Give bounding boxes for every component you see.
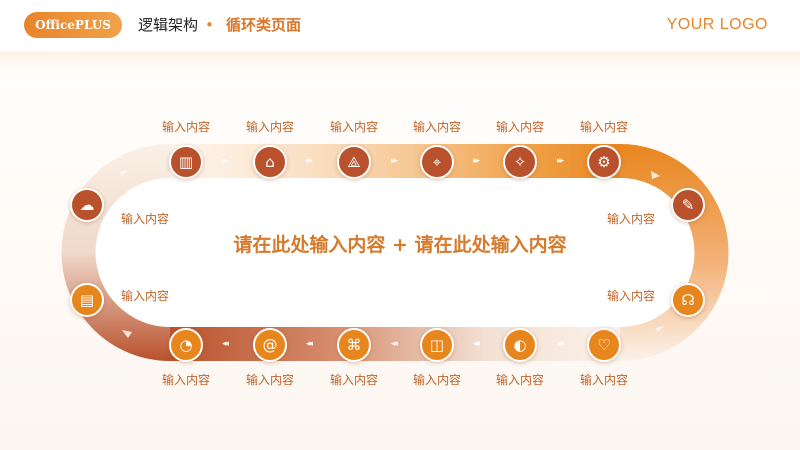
compass-icon: ⟁ <box>347 153 361 171</box>
header-bar: OfficePLUS 逻辑架构 • 循环类页面 YOUR LOGO <box>0 0 800 52</box>
node-label-9[interactable]: 输入内容 <box>579 373 629 387</box>
node-label-11[interactable]: 输入内容 <box>412 373 462 387</box>
node-label-13[interactable]: 输入内容 <box>245 373 295 387</box>
chart-icon: ◔ <box>179 336 193 354</box>
building-icon: ▥ <box>178 153 194 171</box>
layout-icon: ◫ <box>429 336 445 354</box>
cycle-node-10[interactable]: ◐ <box>503 328 537 362</box>
node-label-15[interactable]: 输入内容 <box>121 289 170 303</box>
track-arrow-right <box>651 171 660 179</box>
cloud-icon: ☁ <box>79 196 95 214</box>
node-label-7[interactable]: 输入内容 <box>607 212 656 226</box>
shop-icon: ⌂ <box>265 153 275 171</box>
cycle-node-2[interactable]: ⌂ <box>253 145 287 179</box>
chevron-left-icon: ◂◂ <box>306 339 313 349</box>
node-label-2[interactable]: 输入内容 <box>245 120 295 134</box>
chevron-right-icon: ▸▸ <box>557 156 564 166</box>
cycle-node-16[interactable]: ☁ <box>70 188 104 222</box>
chevron-right-icon: ▸▸ <box>306 156 313 166</box>
brand-badge[interactable]: OfficePLUS <box>24 12 122 38</box>
node-label-10[interactable]: 输入内容 <box>495 373 545 387</box>
breadcrumb-separator: • <box>205 16 214 34</box>
command-icon: ⌘ <box>346 336 362 354</box>
cycle-node-1[interactable]: ▥ <box>169 145 203 179</box>
node-label-6[interactable]: 输入内容 <box>579 120 629 134</box>
magic-wand-icon: ✧ <box>513 153 527 171</box>
cycle-node-12[interactable]: ⌘ <box>337 328 371 362</box>
cycle-node-5[interactable]: ✧ <box>503 145 537 179</box>
target-icon: ⌖ <box>432 153 442 171</box>
center-panel <box>96 178 694 327</box>
node-label-14[interactable]: 输入内容 <box>161 373 211 387</box>
node-label-1[interactable]: 输入内容 <box>161 120 211 134</box>
chevron-right-icon: ▸▸ <box>222 156 229 166</box>
track-arrow-left <box>122 330 132 338</box>
chevron-right-icon: ▸▸ <box>391 156 398 166</box>
palette-icon: ◐ <box>513 336 527 354</box>
cycle-node-6[interactable]: ⚙ <box>587 145 621 179</box>
cycle-node-14[interactable]: ◔ <box>169 328 203 362</box>
track-arrow-right-low <box>655 326 664 332</box>
node-label-4[interactable]: 输入内容 <box>412 120 462 134</box>
logo: YOUR LOGO <box>666 16 768 33</box>
cycle-node-15[interactable]: ▤ <box>70 283 104 317</box>
node-label-8[interactable]: 输入内容 <box>607 289 656 303</box>
gear-icon: ⚙ <box>597 153 611 171</box>
node-label-3[interactable]: 输入内容 <box>329 120 379 134</box>
page-title: 循环类页面 <box>226 16 302 34</box>
breadcrumb-category: 逻辑架构 <box>138 16 199 34</box>
track-arrow-left-high <box>120 170 128 176</box>
node-label-16[interactable]: 输入内容 <box>121 212 170 226</box>
chevron-left-icon: ◂◂ <box>473 339 480 349</box>
heart-pulse-icon: ♡ <box>597 336 611 354</box>
chevron-left-icon: ◂◂ <box>557 339 564 349</box>
center-text[interactable]: 请在此处输入内容 + 请在此处输入内容 <box>233 234 567 256</box>
header-gradient-band <box>0 52 800 72</box>
cycle-node-8[interactable]: ☊ <box>671 283 705 317</box>
cycle-node-7[interactable]: ✎ <box>671 188 705 222</box>
chevron-left-icon: ◂◂ <box>222 339 229 349</box>
track-bottom <box>170 327 620 361</box>
cycle-node-3[interactable]: ⟁ <box>337 145 371 179</box>
cycle-node-13[interactable]: @ <box>253 328 287 362</box>
node-label-5[interactable]: 输入内容 <box>495 120 545 134</box>
at-sign-icon: @ <box>262 336 278 354</box>
track-top <box>170 144 620 178</box>
cycle-node-11[interactable]: ◫ <box>420 328 454 362</box>
chevron-left-icon: ◂◂ <box>391 339 398 349</box>
cycle-node-4[interactable]: ⌖ <box>420 145 454 179</box>
cycle-node-9[interactable]: ♡ <box>587 328 621 362</box>
headset-icon: ☊ <box>681 291 695 309</box>
node-label-12[interactable]: 输入内容 <box>329 373 379 387</box>
document-icon: ▤ <box>79 291 95 309</box>
edit-icon: ✎ <box>681 196 695 214</box>
chevron-right-icon: ▸▸ <box>473 156 480 166</box>
